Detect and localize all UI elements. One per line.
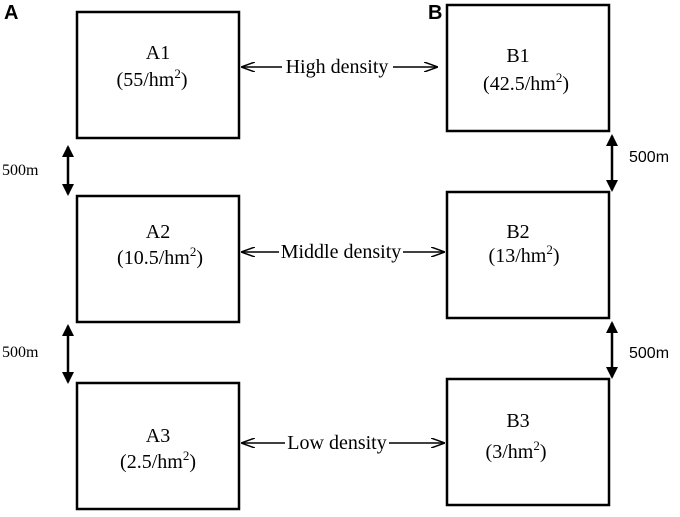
plot-title-b2: B2 xyxy=(506,221,529,243)
spacing-a2-a3: 500m xyxy=(2,324,74,384)
density-link-label-high: High density xyxy=(286,56,389,78)
plot-title-b1: B1 xyxy=(506,45,529,67)
plot-title-a3: A3 xyxy=(146,425,170,447)
plot-density-a2: (10.5/hm2) xyxy=(117,244,203,269)
spacing-label: 500m xyxy=(629,149,669,166)
plot-box-a3: A3 (2.5/hm2) xyxy=(75,381,241,511)
plot-box-a1: A1 (55/hm2) xyxy=(75,10,241,140)
spacing-b1-b2: 500m xyxy=(606,134,669,192)
spacing-a1-a2: 500m xyxy=(2,145,74,196)
panel-label-a: A xyxy=(4,2,18,24)
density-link-middle: Middle density xyxy=(242,241,444,263)
spacing-label: 500m xyxy=(2,344,39,361)
plot-title-a1: A1 xyxy=(146,42,170,64)
plot-box-b2: B2 (13/hm2) xyxy=(445,190,611,320)
plot-box-a2: A2 (10.5/hm2) xyxy=(75,194,241,324)
density-link-low: Low density xyxy=(242,432,444,454)
plot-density-a1: (55/hm2) xyxy=(117,66,188,91)
spacing-b2-b3: 500m xyxy=(606,321,669,379)
spacing-label: 500m xyxy=(629,345,669,362)
plot-title-a2: A2 xyxy=(146,221,170,243)
plot-density-b1: (42.5/hm2) xyxy=(483,70,569,95)
plot-title-b3: B3 xyxy=(506,410,529,432)
density-link-label-middle: Middle density xyxy=(281,241,402,263)
panel-label-b: B xyxy=(428,2,442,24)
plot-box-b1: B1 (42.5/hm2) xyxy=(445,3,611,133)
density-link-high: High density xyxy=(242,56,437,78)
plot-density-b2: (13/hm2) xyxy=(489,242,560,267)
plot-box-b3: B3 (3/hm2) xyxy=(445,377,611,507)
spacing-label: 500m xyxy=(2,162,39,179)
density-link-label-low: Low density xyxy=(287,432,386,454)
